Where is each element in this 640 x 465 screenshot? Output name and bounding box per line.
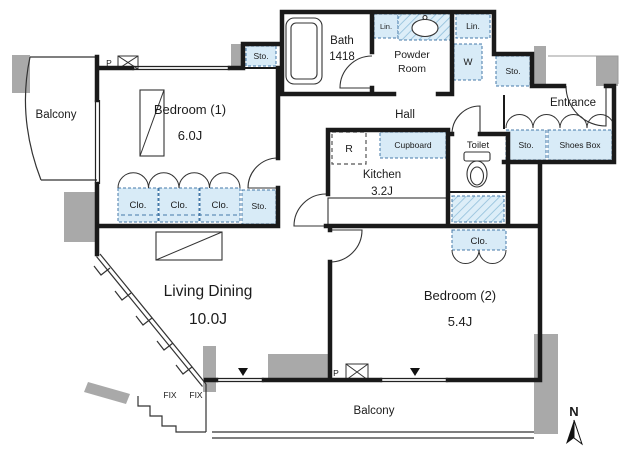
bedroom1-label: Bedroom (1) <box>154 102 226 117</box>
bedroom2-balcony-window <box>380 377 448 383</box>
concrete-block <box>596 56 618 86</box>
storage-top-label: Sto. <box>253 51 268 61</box>
bedroom1-top-window <box>132 65 230 71</box>
bedroom1-balcony-window <box>94 100 101 184</box>
balcony-step-edge <box>137 396 206 433</box>
light-partition-walls <box>242 67 509 193</box>
facade-tick-marks <box>93 265 193 375</box>
linen-2-label: Lin. <box>466 21 480 31</box>
balcony-left-label: Balcony <box>36 109 77 121</box>
windows <box>94 65 448 383</box>
refrigerator-label: R <box>345 143 353 155</box>
living-dining-label: Living Dining <box>164 283 253 300</box>
toilet-bowl-inner <box>469 166 485 186</box>
concrete-block <box>534 334 558 434</box>
shoes-box-label: Shoes Box <box>559 140 601 150</box>
bath-size: 1418 <box>329 51 355 63</box>
toilet-cabinet <box>451 195 505 223</box>
concrete-block <box>534 46 546 86</box>
closet-2-label: Clo. <box>171 200 188 211</box>
concrete-block <box>203 346 216 392</box>
bottom-balcony-railing <box>205 384 534 439</box>
north-compass: N <box>566 404 583 446</box>
bath-label: Bath <box>330 35 354 47</box>
entrance-storage-label: Sto. <box>518 140 533 150</box>
faucet-icon <box>422 14 428 21</box>
shoes-box <box>547 129 613 161</box>
washbasin-icon <box>411 18 439 38</box>
toilet-door-arc <box>451 105 481 135</box>
folding-doors <box>117 114 615 264</box>
exterior-corridor-line <box>548 55 619 84</box>
linen-box-2 <box>455 13 491 39</box>
bedroom2-door-arc <box>329 229 363 263</box>
concrete-blocks <box>12 44 618 434</box>
powder-room-label-1: Powder <box>394 49 430 61</box>
annotation-labels: P P FIX FIX <box>106 58 339 400</box>
fixture-labels: Sto. Lin. Lin. W Sto. Sto. Shoes Box Cup… <box>130 21 602 247</box>
shoes-box-doors <box>505 114 615 129</box>
closet-box-1 <box>117 187 159 223</box>
entrance-label: Entrance <box>550 97 596 109</box>
north-arrow-light-half <box>573 419 583 446</box>
bathtub-inner <box>290 22 318 80</box>
cupboard-box <box>379 131 447 159</box>
toilet-label: Toilet <box>467 140 490 151</box>
closet-1-label: Clo. <box>130 200 147 211</box>
toilet-tank-icon <box>463 151 491 162</box>
balcony-outlines <box>24 55 619 439</box>
linen-1-label: Lin. <box>380 22 392 31</box>
pipe-space-bottom <box>345 363 369 381</box>
closet-doors-bedroom1 <box>117 172 241 189</box>
storage-box-bedroom1 <box>241 189 277 225</box>
living-door-arc <box>293 193 327 227</box>
fix-label-2: FIX <box>189 390 203 400</box>
concrete-block <box>268 354 330 380</box>
bedroom2-size: 5.4J <box>448 314 473 329</box>
closet-bedroom2-label: Clo. <box>471 236 488 247</box>
hall-label: Hall <box>395 109 415 121</box>
concrete-block <box>64 192 96 242</box>
left-balcony-outline <box>24 56 97 181</box>
refrigerator-space-box <box>331 131 367 165</box>
fix-window-wall <box>96 253 207 387</box>
living-dining-size: 10.0J <box>189 311 227 328</box>
table-diagonal <box>155 231 223 261</box>
outer-and-inner-walls <box>94 9 617 383</box>
closet-box-2 <box>158 187 200 223</box>
opening-marker-living <box>238 368 248 376</box>
entrance-storage-box <box>505 129 547 161</box>
shaft-diagonal <box>139 89 165 157</box>
walls <box>94 9 617 383</box>
bedroom2-label: Bedroom (2) <box>424 288 496 303</box>
balcony-bottom-label: Balcony <box>354 405 395 417</box>
closet-box-3 <box>199 187 241 223</box>
kitchen-label: Kitchen <box>363 169 401 181</box>
living-balcony-window <box>216 377 264 383</box>
closet-3-label: Clo. <box>212 200 229 211</box>
pipe-space-top-label: P <box>106 58 112 68</box>
north-arrow-dark-half <box>566 420 574 444</box>
pipe-space-bottom-label: P <box>333 368 339 378</box>
bedroom1-size: 6.0J <box>178 128 203 143</box>
storage-top-right-label: Sto. <box>505 66 520 76</box>
fix-label-1: FIX <box>163 390 177 400</box>
closet-doors-bedroom2 <box>451 249 507 264</box>
cupboard-label: Cupboard <box>394 140 432 150</box>
storage-bedroom1-label: Sto. <box>251 201 266 211</box>
room-labels: Balcony Bedroom (1) 6.0J Bath 1418 Powde… <box>36 35 596 417</box>
north-label: N <box>569 404 578 419</box>
opening-marker-bedroom2 <box>410 368 420 376</box>
door-arcs <box>247 55 607 263</box>
washer-label: W <box>464 57 473 68</box>
bedroom1-door-arc <box>247 157 279 189</box>
concrete-block <box>231 44 243 68</box>
kitchen-size: 3.2J <box>371 186 393 198</box>
kitchen-counter <box>327 197 449 227</box>
bath-door-arc <box>339 55 373 89</box>
powder-room-label-2: Room <box>398 63 426 75</box>
concrete-block <box>84 382 130 404</box>
